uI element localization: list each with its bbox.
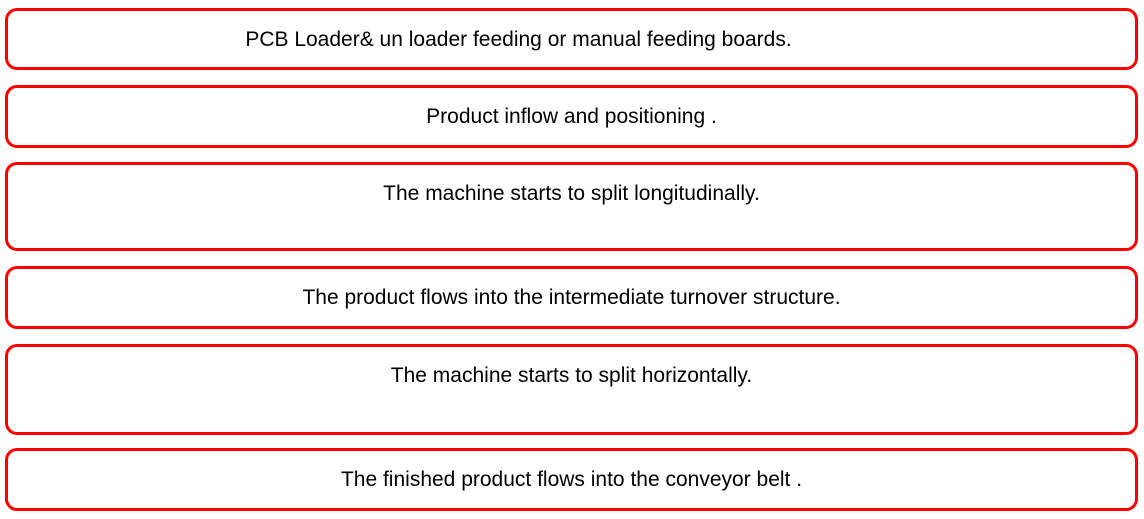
process-step-box-4: The product flows into the intermediate … xyxy=(5,266,1138,329)
process-step-label-3: The machine starts to split longitudinal… xyxy=(383,182,760,206)
process-step-label-6: The finished product flows into the conv… xyxy=(340,468,803,492)
process-step-label-5: The machine starts to split horizontally… xyxy=(390,364,753,388)
process-step-label-2: Product inflow and positioning . xyxy=(426,105,717,129)
process-step-label-4: The product flows into the intermediate … xyxy=(302,286,841,310)
process-step-box-2: Product inflow and positioning . xyxy=(5,85,1138,148)
process-step-box-6: The finished product flows into the conv… xyxy=(5,448,1138,511)
process-step-label-1: PCB Loader& un loader feeding or manual … xyxy=(245,28,792,52)
process-step-box-5: The machine starts to split horizontally… xyxy=(5,344,1138,435)
process-step-box-3: The machine starts to split longitudinal… xyxy=(5,162,1138,251)
process-step-box-1: PCB Loader& un loader feeding or manual … xyxy=(5,8,1138,70)
